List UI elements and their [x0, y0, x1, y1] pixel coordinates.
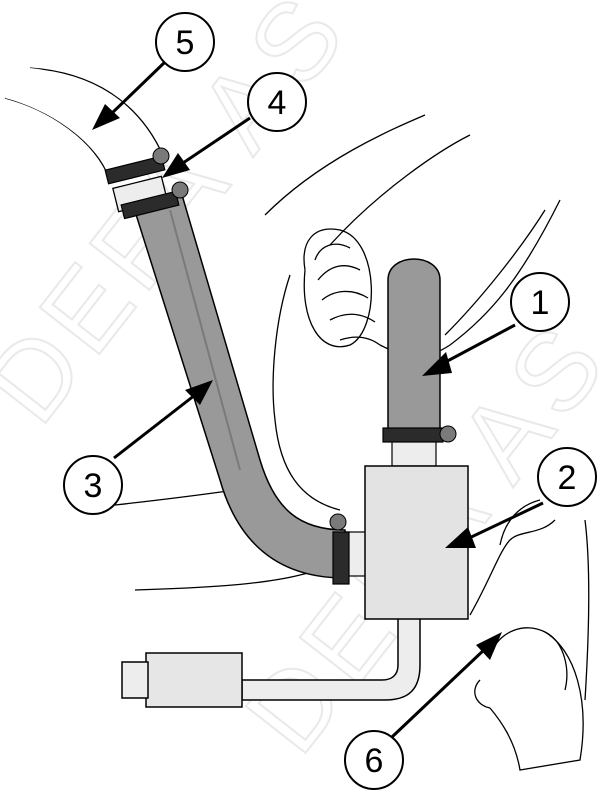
hose-1-fitting [391, 439, 437, 467]
heater-outlet-pipe [121, 617, 421, 708]
callout-circle-2 [537, 447, 597, 507]
arrowhead-2 [445, 527, 476, 548]
clamp-screw-3 [329, 513, 347, 531]
callout-label-1: 1 [531, 284, 550, 322]
arrowhead-1 [422, 352, 452, 376]
cable-plug-tip [121, 661, 149, 699]
callout-circle-6 [344, 730, 404, 790]
callout-circle-3 [63, 455, 123, 515]
callout-label-3: 3 [84, 467, 103, 505]
hose-1 [382, 258, 457, 467]
callout-label-6: 6 [365, 742, 384, 780]
clamp-screw-1 [439, 425, 457, 443]
engine-block-outline [4, 67, 590, 771]
callout-label-5: 5 [176, 24, 195, 62]
hose-3 [132, 194, 346, 579]
arrowhead-3 [185, 380, 213, 405]
callout-label-2: 2 [558, 459, 577, 497]
heater-housing [364, 465, 469, 620]
arrowhead-5 [92, 104, 120, 130]
callout-circle-5 [155, 12, 215, 72]
clamp-screw-lower [171, 181, 189, 199]
arrowhead-4 [162, 153, 190, 178]
callout-circle-1 [510, 272, 570, 332]
cable-plug-body [145, 652, 243, 708]
callout-circle-4 [247, 72, 307, 132]
hose-5 [5, 68, 160, 180]
heater-body-2 [329, 465, 469, 620]
callouts: 1 2 3 4 5 6 [63, 12, 597, 790]
hose-clamp-lower [120, 190, 180, 220]
arrowhead-6 [476, 632, 502, 660]
clamp-screw-upper [152, 147, 170, 165]
hose-clamp-3 [332, 531, 350, 585]
callout-label-4: 4 [268, 84, 287, 122]
coupling-4 [104, 147, 189, 220]
hose-clamp-1 [382, 427, 444, 443]
